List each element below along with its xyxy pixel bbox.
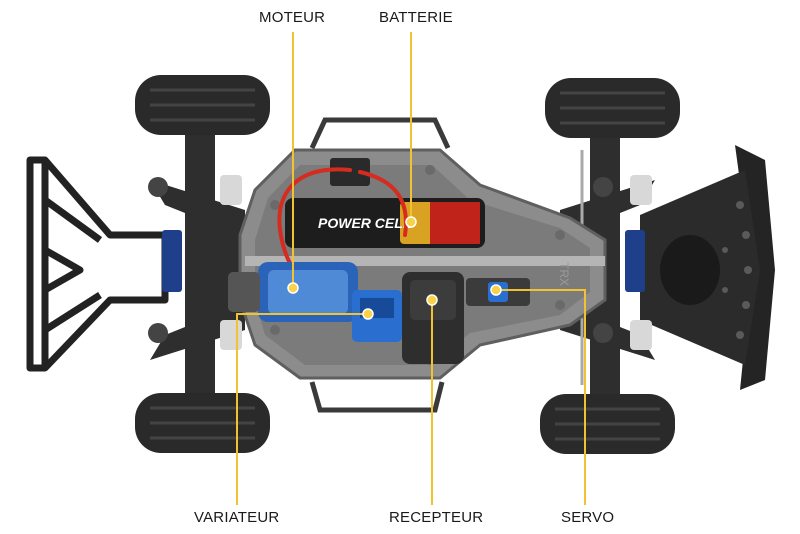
leader-dot-recepteur [426,294,438,306]
leader-dot-variateur [362,308,374,320]
tire-front-bottom [540,394,675,454]
leader-dots [287,216,502,320]
chassis-brand-text: TRX [557,262,571,286]
label-recepteur: RECEPTEUR [389,509,484,526]
tire-front-top [545,78,680,138]
battery-brand-text: POWER CELL [318,215,411,231]
front-bumper [640,145,775,390]
leader-lines [236,32,586,505]
drive-shaft [245,256,605,266]
battery-pack: POWER CELL [285,158,485,248]
leader-dot-servo [490,284,502,296]
tires [135,75,680,454]
label-servo: SERVO [561,509,615,526]
leader-dot-batterie [405,216,417,228]
tire-rear-top [135,75,270,135]
leader-line-servo [496,289,586,505]
rear-suspension [148,130,245,400]
label-moteur: MOTEUR [259,9,326,26]
leader-dot-moteur [287,282,299,294]
esc [352,290,402,342]
tire-rear-bottom [135,393,270,453]
label-batterie: BATTERIE [379,9,453,26]
motor [228,262,358,322]
leader-line-variateur [236,313,368,505]
rear-bumper [26,156,169,372]
battery-straps [309,117,451,413]
label-variateur: VARIATEUR [194,509,280,526]
